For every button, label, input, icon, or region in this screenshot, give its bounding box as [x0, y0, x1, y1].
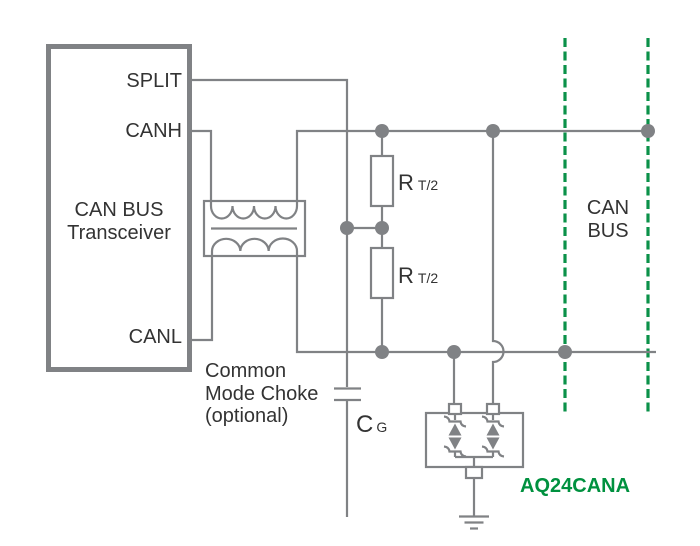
transceiver-name-line1: CAN BUS	[74, 199, 164, 221]
tvs-pin-right	[485, 402, 501, 416]
tvs-diode-pair-left	[443, 414, 467, 458]
transceiver-box	[46, 44, 192, 372]
tvs-pin-left	[447, 402, 463, 416]
tvs-canh-lead-with-hop	[491, 131, 505, 404]
resistor-r2	[369, 246, 395, 300]
resistor-r2-subscript: T/2	[417, 270, 439, 286]
tvs-package-outline	[424, 411, 525, 469]
resistor-r2-symbol: R	[398, 263, 414, 288]
resistor-r1	[369, 154, 395, 208]
canh-wire	[191, 129, 650, 206]
choke-label-line1: Common	[205, 360, 287, 382]
can-bus-label: CAN BUS	[574, 197, 642, 243]
resistor-r1-symbol: R	[398, 170, 414, 195]
split-wire	[191, 78, 349, 517]
capacitor-symbol-text: C	[356, 411, 374, 438]
choke-label-line2: Mode Choke	[205, 382, 319, 405]
canl-wire	[191, 251, 656, 354]
pin-label-canh: CANH	[125, 120, 182, 142]
transceiver-name: CAN BUS Transceiver	[48, 199, 190, 245]
tvs-pin-ground	[464, 465, 484, 480]
pin-label-split: SPLIT	[126, 70, 182, 92]
common-mode-choke-symbol	[202, 199, 307, 258]
can-bus-label-line1: CAN	[586, 197, 630, 219]
pin-label-canl: CANL	[128, 326, 182, 348]
tvs-part-number: AQ24CANA	[520, 475, 631, 497]
capacitor-subscript: G	[376, 419, 388, 435]
tvs-common-connector	[455, 455, 493, 467]
choke-label-line3: (optional)	[205, 405, 289, 427]
resistor-r1-subscript: T/2	[417, 177, 439, 193]
transceiver-name-line2: Transceiver	[67, 222, 171, 244]
ground-icon	[459, 478, 489, 530]
choke-label: Common Mode Choke (optional)	[205, 360, 318, 428]
junction-dots	[340, 124, 655, 359]
can-bus-label-line2: BUS	[587, 220, 629, 242]
termination-network	[347, 131, 395, 352]
capacitor-symbol	[334, 387, 361, 402]
tvs-diode-array-symbol	[424, 131, 525, 480]
tvs-diode-pair-right	[481, 414, 505, 458]
